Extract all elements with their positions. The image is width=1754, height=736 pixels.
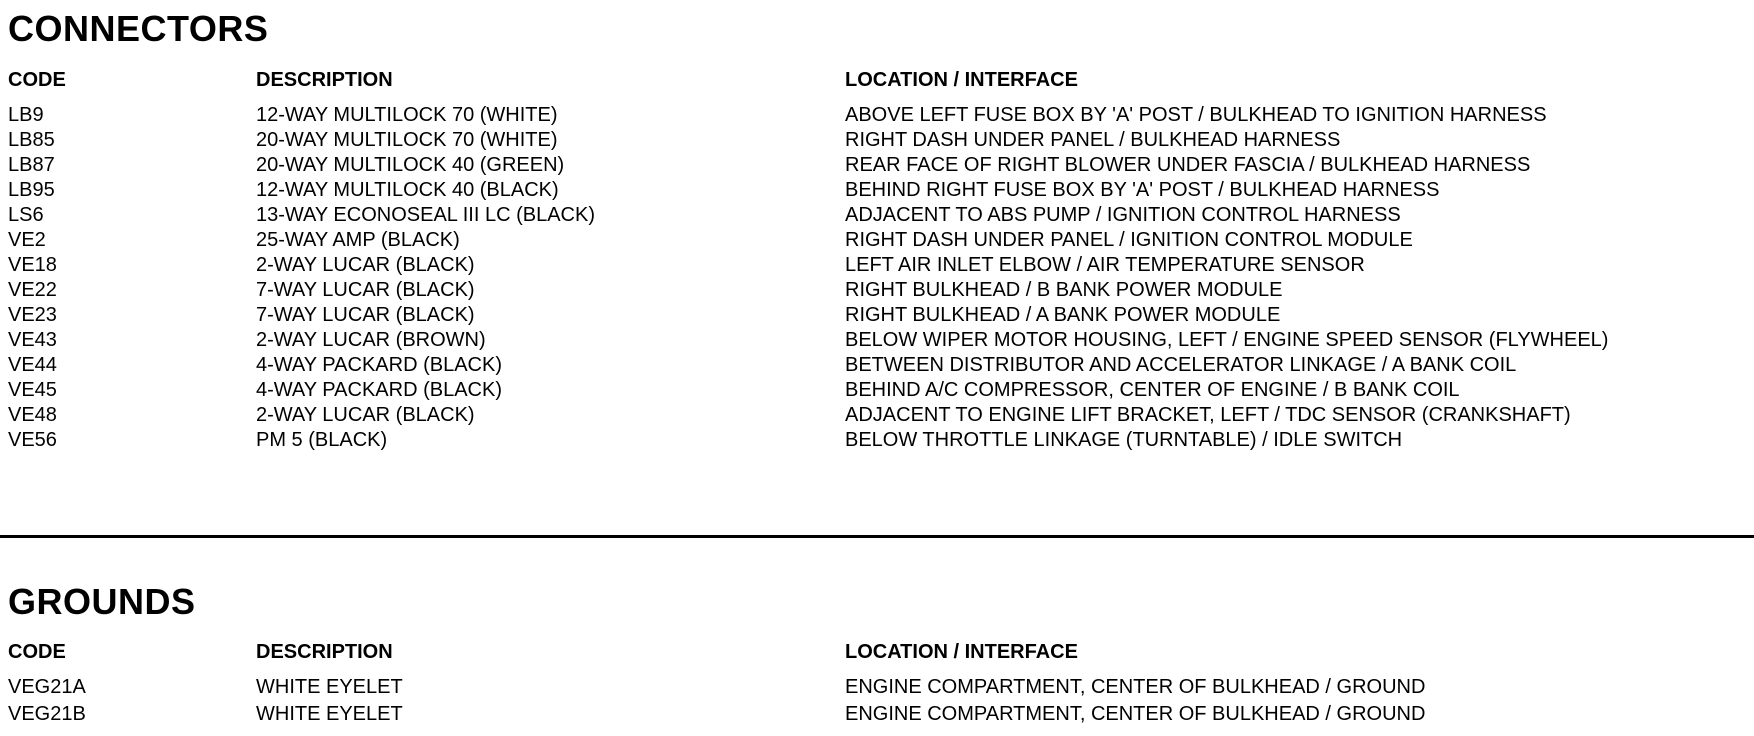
table-row: VE44 4-WAY PACKARD (BLACK) BETWEEN DISTR… bbox=[0, 353, 1754, 378]
connector-location: REAR FACE OF RIGHT BLOWER UNDER FASCIA /… bbox=[845, 154, 1531, 176]
table-row: LB95 12-WAY MULTILOCK 40 (BLACK) BEHIND … bbox=[0, 178, 1754, 203]
connector-location: RIGHT BULKHEAD / A BANK POWER MODULE bbox=[845, 304, 1281, 326]
table-row: LB85 20-WAY MULTILOCK 70 (WHITE) RIGHT D… bbox=[0, 128, 1754, 153]
connector-location: BEHIND RIGHT FUSE BOX BY 'A' POST / BULK… bbox=[845, 179, 1440, 201]
connector-description: 2-WAY LUCAR (BLACK) bbox=[256, 254, 475, 276]
connector-description: 4-WAY PACKARD (BLACK) bbox=[256, 379, 502, 401]
connector-location: BETWEEN DISTRIBUTOR AND ACCELERATOR LINK… bbox=[845, 354, 1517, 376]
connector-location: ADJACENT TO ENGINE LIFT BRACKET, LEFT / … bbox=[845, 404, 1571, 426]
connector-location: ABOVE LEFT FUSE BOX BY 'A' POST / BULKHE… bbox=[845, 104, 1547, 126]
connector-location: RIGHT BULKHEAD / B BANK POWER MODULE bbox=[845, 279, 1283, 301]
table-row: LB87 20-WAY MULTILOCK 40 (GREEN) REAR FA… bbox=[0, 153, 1754, 178]
table-row: LB9 12-WAY MULTILOCK 70 (WHITE) ABOVE LE… bbox=[0, 103, 1754, 128]
table-row: LS6 13-WAY ECONOSEAL III LC (BLACK) ADJA… bbox=[0, 203, 1754, 228]
ground-code: VEG21B bbox=[8, 703, 86, 725]
connector-code: VE2 bbox=[8, 229, 46, 251]
connector-location: ADJACENT TO ABS PUMP / IGNITION CONTROL … bbox=[845, 204, 1401, 226]
grounds-header-code: CODE bbox=[8, 641, 66, 663]
table-row: VE18 2-WAY LUCAR (BLACK) LEFT AIR INLET … bbox=[0, 253, 1754, 278]
connector-description: PM 5 (BLACK) bbox=[256, 429, 388, 451]
ground-code: VEG21A bbox=[8, 676, 86, 698]
grounds-header-description: DESCRIPTION bbox=[256, 641, 393, 663]
table-row: VE45 4-WAY PACKARD (BLACK) BEHIND A/C CO… bbox=[0, 378, 1754, 403]
connector-description: 12-WAY MULTILOCK 40 (BLACK) bbox=[256, 179, 559, 201]
connector-code: LB87 bbox=[8, 154, 55, 176]
connector-location: BELOW WIPER MOTOR HOUSING, LEFT / ENGINE… bbox=[845, 329, 1609, 351]
connector-location: BEHIND A/C COMPRESSOR, CENTER OF ENGINE … bbox=[845, 379, 1460, 401]
connector-code: VE48 bbox=[8, 404, 57, 426]
connectors-header-location: LOCATION / INTERFACE bbox=[845, 69, 1078, 91]
connector-description: 12-WAY MULTILOCK 70 (WHITE) bbox=[256, 104, 558, 126]
connector-code: LS6 bbox=[8, 204, 44, 226]
connectors-title: CONNECTORS bbox=[8, 8, 269, 49]
table-row: VE23 7-WAY LUCAR (BLACK) RIGHT BULKHEAD … bbox=[0, 303, 1754, 328]
ground-location: ENGINE COMPARTMENT, CENTER OF BULKHEAD /… bbox=[845, 676, 1426, 698]
connector-code: VE23 bbox=[8, 304, 57, 326]
table-row: VEG21A WHITE EYELET ENGINE COMPARTMENT, … bbox=[0, 675, 1754, 700]
table-row: VEG21B WHITE EYELET ENGINE COMPARTMENT, … bbox=[0, 702, 1754, 727]
connector-location: RIGHT DASH UNDER PANEL / IGNITION CONTRO… bbox=[845, 229, 1413, 251]
grounds-title: GROUNDS bbox=[8, 581, 196, 622]
connector-description: 7-WAY LUCAR (BLACK) bbox=[256, 279, 475, 301]
connector-location: RIGHT DASH UNDER PANEL / BULKHEAD HARNES… bbox=[845, 129, 1341, 151]
connector-code: LB85 bbox=[8, 129, 55, 151]
connectors-header-description: DESCRIPTION bbox=[256, 69, 393, 91]
connectors-header-code: CODE bbox=[8, 69, 66, 91]
connector-description: 13-WAY ECONOSEAL III LC (BLACK) bbox=[256, 204, 595, 226]
connector-code: VE43 bbox=[8, 329, 57, 351]
connector-location: LEFT AIR INLET ELBOW / AIR TEMPERATURE S… bbox=[845, 254, 1365, 276]
connector-code: LB9 bbox=[8, 104, 44, 126]
connector-code: VE45 bbox=[8, 379, 57, 401]
section-divider bbox=[0, 535, 1754, 538]
connector-description: 2-WAY LUCAR (BROWN) bbox=[256, 329, 486, 351]
connector-description: 25-WAY AMP (BLACK) bbox=[256, 229, 460, 251]
connector-location: BELOW THROTTLE LINKAGE (TURNTABLE) / IDL… bbox=[845, 429, 1403, 451]
table-row: VE2 25-WAY AMP (BLACK) RIGHT DASH UNDER … bbox=[0, 228, 1754, 253]
connector-description: 2-WAY LUCAR (BLACK) bbox=[256, 404, 475, 426]
connector-code: VE56 bbox=[8, 429, 57, 451]
grounds-header-location: LOCATION / INTERFACE bbox=[845, 641, 1078, 663]
table-row: VE22 7-WAY LUCAR (BLACK) RIGHT BULKHEAD … bbox=[0, 278, 1754, 303]
connector-description: 7-WAY LUCAR (BLACK) bbox=[256, 304, 475, 326]
connector-code: VE44 bbox=[8, 354, 57, 376]
ground-description: WHITE EYELET bbox=[256, 703, 403, 725]
connector-description: 20-WAY MULTILOCK 70 (WHITE) bbox=[256, 129, 558, 151]
connector-description: 20-WAY MULTILOCK 40 (GREEN) bbox=[256, 154, 565, 176]
ground-description: WHITE EYELET bbox=[256, 676, 403, 698]
connector-code: LB95 bbox=[8, 179, 55, 201]
ground-location: ENGINE COMPARTMENT, CENTER OF BULKHEAD /… bbox=[845, 703, 1426, 725]
table-row: VE56 PM 5 (BLACK) BELOW THROTTLE LINKAGE… bbox=[0, 428, 1754, 453]
table-row: VE48 2-WAY LUCAR (BLACK) ADJACENT TO ENG… bbox=[0, 403, 1754, 428]
table-row: VE43 2-WAY LUCAR (BROWN) BELOW WIPER MOT… bbox=[0, 328, 1754, 353]
connector-code: VE22 bbox=[8, 279, 57, 301]
connector-description: 4-WAY PACKARD (BLACK) bbox=[256, 354, 502, 376]
connector-code: VE18 bbox=[8, 254, 57, 276]
